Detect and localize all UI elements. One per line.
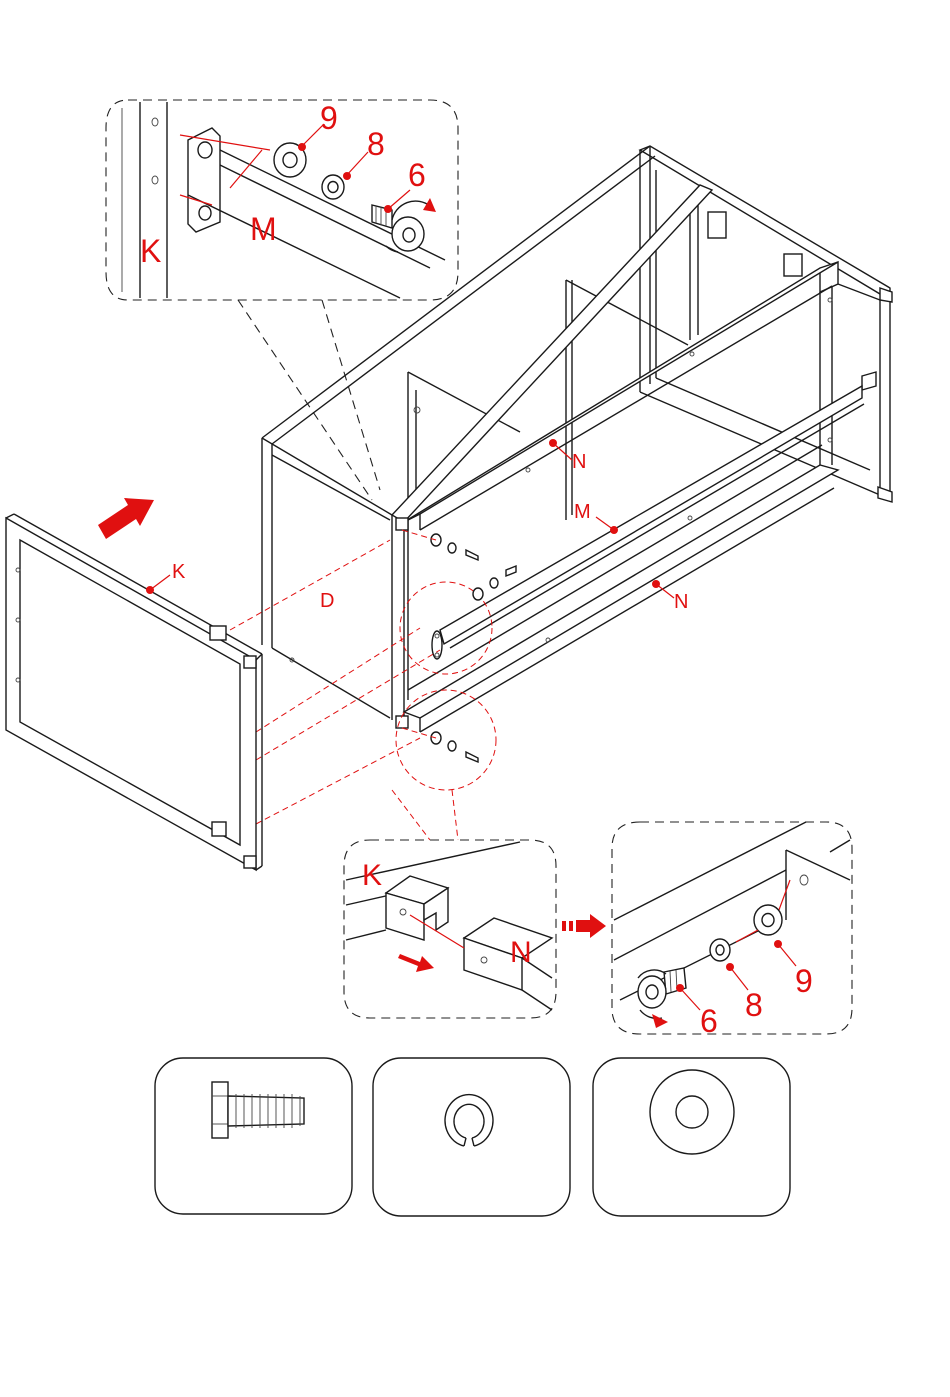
detail-bottom-right: 6 8 9 [612, 822, 852, 1039]
label-rail-N-lower: N [674, 591, 688, 613]
bolt-set-upper [431, 534, 516, 600]
label-rail-M: M [574, 501, 591, 523]
parts-legend [155, 1058, 790, 1216]
label-washer-9: 9 [320, 100, 338, 136]
label-leg-K: K [172, 561, 186, 583]
label-bolt-6: 6 [408, 157, 426, 193]
detail-bottom-left: K N [344, 840, 556, 1018]
direction-arrow-icon [98, 498, 154, 539]
label-spring-washer-8: 8 [367, 126, 385, 162]
legend-box-bolt [155, 1058, 352, 1214]
detail-top: 9 8 6 K M [106, 100, 458, 500]
leg-frame-K: K [6, 498, 262, 870]
legend-box-flat-washer [593, 1058, 790, 1216]
slide-arrow-icon [398, 954, 434, 972]
label-detail-N: N [510, 936, 532, 969]
bolt-set-lower [431, 732, 478, 762]
label-detail-washer-9: 9 [795, 963, 813, 999]
label-detail-bolt-6: 6 [700, 1003, 718, 1039]
label-detail-K: K [362, 859, 382, 892]
spring-washer-icon [445, 1095, 493, 1146]
next-step-arrow-icon [562, 914, 606, 938]
cabinet-frame: N M N D [230, 146, 892, 840]
label-rail-M: M [250, 211, 277, 247]
label-detail-spring-washer-8: 8 [745, 987, 763, 1023]
label-leg-K: K [140, 233, 161, 269]
label-side-panel-D: D [320, 590, 334, 612]
label-rail-N-upper: N [572, 451, 586, 473]
flat-washer-icon [650, 1070, 734, 1154]
bolt-icon [212, 1082, 304, 1138]
legend-box-spring-washer [373, 1058, 570, 1216]
